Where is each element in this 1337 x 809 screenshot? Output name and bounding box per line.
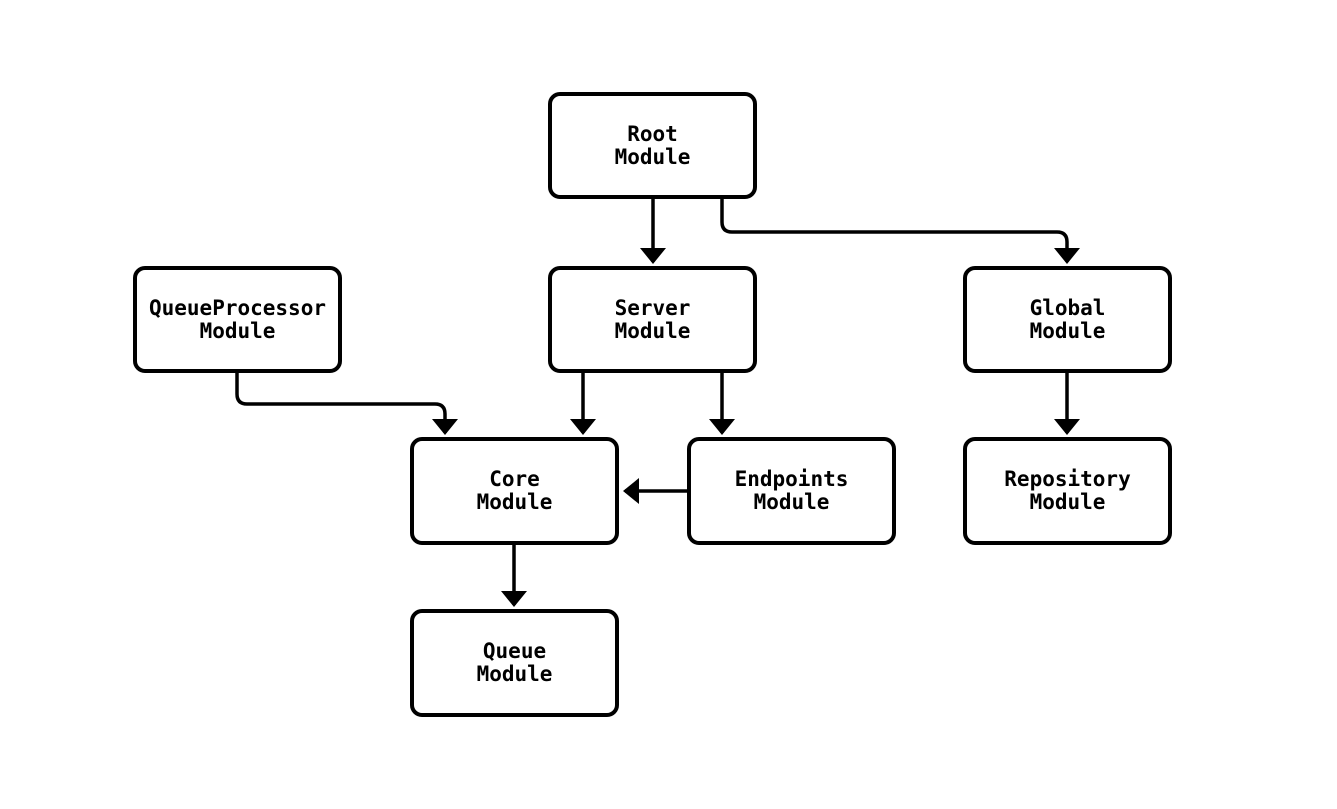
node-server-title: Server [614, 295, 691, 320]
node-queueprocessor-subtitle: Module [199, 318, 276, 343]
node-repository-title: Repository [1004, 467, 1131, 491]
node-global-module: Global Module [963, 266, 1172, 373]
node-queue-title: Queue [482, 639, 547, 663]
node-global-subtitle: Module [1029, 318, 1106, 343]
edge-root-to-global [720, 198, 1080, 264]
edge-queueprocessor-to-core [235, 373, 458, 435]
node-core-module: Core Module [410, 437, 619, 545]
node-server-module: Server Module [548, 266, 757, 373]
node-endpoints-subtitle: Module [753, 490, 830, 514]
node-endpoints-title: Endpoints [734, 467, 849, 491]
node-core-subtitle: Module [476, 490, 553, 514]
node-queueprocessor-module: QueueProcessor Module [133, 266, 342, 373]
node-queueprocessor-title: QueueProcessor [148, 295, 326, 320]
node-repository-module: Repository Module [963, 437, 1172, 545]
node-root-module: Root Module [548, 92, 757, 199]
node-queue-module: Queue Module [410, 609, 619, 717]
node-endpoints-module: Endpoints Module [687, 437, 896, 545]
node-queue-subtitle: Module [476, 662, 553, 686]
node-global-title: Global [1029, 295, 1106, 320]
node-core-title: Core [489, 467, 540, 491]
node-root-subtitle: Module [614, 144, 691, 169]
node-repository-subtitle: Module [1029, 490, 1106, 514]
node-server-subtitle: Module [614, 318, 691, 343]
node-root-title: Root [627, 121, 678, 146]
